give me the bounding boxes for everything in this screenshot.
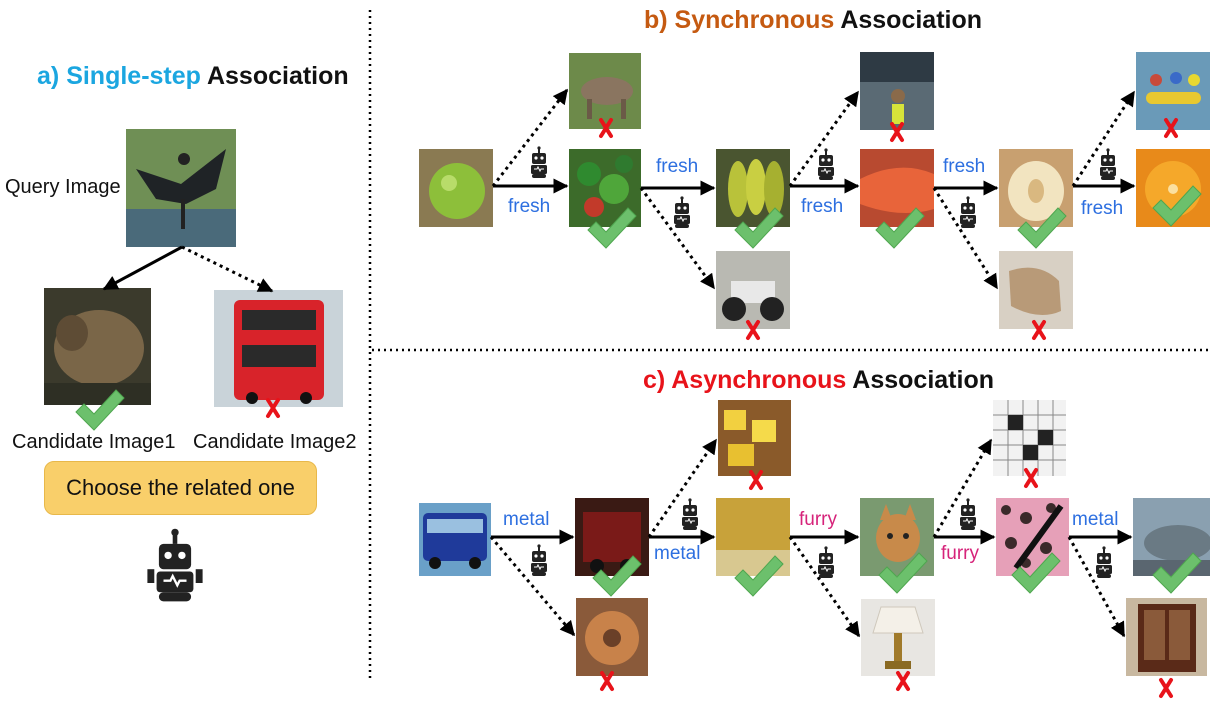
b-attr-label: fresh [943,156,986,177]
panel-c-title: c) Asynchronous Association [643,366,994,394]
arrow-query-to-candidate1 [102,245,183,291]
b-attr-label: fresh [1081,198,1124,219]
b-attr-label: fresh [801,196,844,217]
c-lamp-image [861,599,935,676]
c-attr-label: metal [654,543,701,564]
cross-marks [266,118,1178,698]
b-apple-image [419,149,493,227]
c-cheese-image [718,400,791,476]
b-motorcycle-image [716,251,790,329]
c-attr-label: furry [799,509,837,530]
choose-related-prompt: Choose the related one [44,461,317,515]
arrow-query-to-candidate2 [181,245,274,293]
check-marks [75,185,1202,597]
b-attr-label: fresh [508,196,551,217]
b-shoe-image [999,251,1073,329]
candidate-image2-label: Candidate Image2 [193,431,357,453]
b-kayaks-image [1136,52,1210,130]
b-cow-image [569,53,641,129]
c-attr-label: furry [941,543,979,564]
candidate-image-sheep [44,288,151,405]
candidate-image-bus [214,290,343,407]
c-attr-label: metal [503,509,550,530]
panel-b-title: b) Synchronous Association [644,6,983,34]
b-worker-image [860,52,934,130]
robot-large-icon [147,527,203,603]
c-donut-image [576,598,648,676]
b-pear-slice-image [999,149,1073,227]
panel-a-title: a) Single-step Association [37,62,349,90]
b-attr-label: fresh [656,156,699,177]
query-image-cormorant [126,129,236,247]
query-image-label: Query Image [5,176,121,198]
c-bus-image [419,503,491,576]
c-attr-label: metal [1072,509,1119,530]
candidate-image1-label: Candidate Image1 [12,431,176,453]
c-crossword-image [993,400,1066,476]
c-cabinet-image [1126,598,1207,676]
